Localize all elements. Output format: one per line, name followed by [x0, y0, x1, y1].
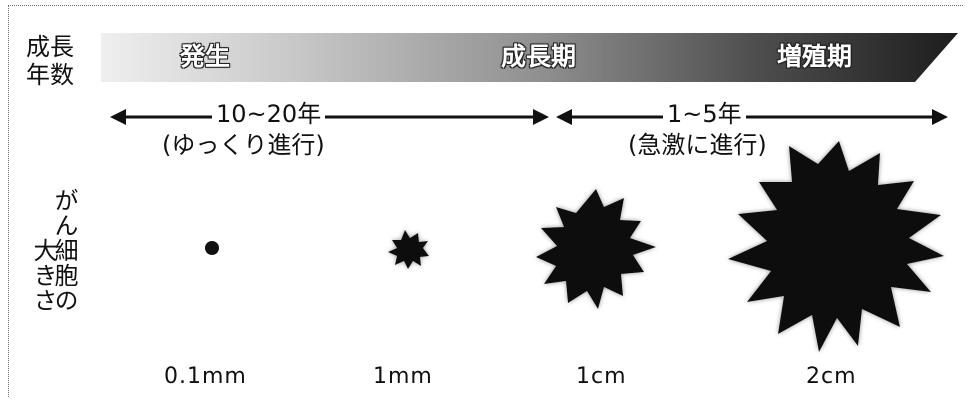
- years-label-line-1: 成長: [26, 33, 74, 61]
- growth-gradient-banner: [101, 33, 958, 82]
- stage-label-onset: 発生: [180, 42, 231, 71]
- rapid-period-note: (急激に進行): [624, 131, 771, 159]
- slow-period-note: (ゆっくり進行): [158, 131, 329, 159]
- slow-progress-left-arrowhead: [110, 109, 126, 125]
- stage-label-proliferation: 増殖期: [777, 42, 853, 71]
- rapid-period-label: 1~5年: [663, 100, 746, 128]
- stage-label-growth: 成長期: [501, 42, 577, 71]
- cell-0-1mm: [205, 241, 219, 255]
- rapid-progress-right-arrowhead: [932, 109, 948, 125]
- diagram-frame: [8, 5, 963, 397]
- slow-period-label: 10~20年: [212, 100, 326, 128]
- cell-2cm: [728, 141, 944, 352]
- cell-1cm: [536, 189, 656, 309]
- slow-progress-right-arrowhead: [533, 109, 549, 125]
- size-label-0-1mm: 0.1mm: [164, 364, 247, 389]
- rapid-progress-left-arrowhead: [556, 109, 572, 125]
- cancer-size-label-line-2: 大きさ: [29, 238, 57, 313]
- timeline-arrows: [110, 109, 948, 125]
- growth-banner: [101, 33, 958, 82]
- years-label-line-2: 年数: [26, 61, 74, 89]
- years-label: 成長 年数: [26, 33, 74, 89]
- size-label-1mm: 1mm: [373, 364, 433, 389]
- size-label-1cm: 1cm: [576, 364, 627, 389]
- cell-1mm: [388, 230, 429, 269]
- size-label-2cm: 2cm: [806, 364, 857, 389]
- cancer-size-label-line-1: がん細胞の: [50, 188, 78, 313]
